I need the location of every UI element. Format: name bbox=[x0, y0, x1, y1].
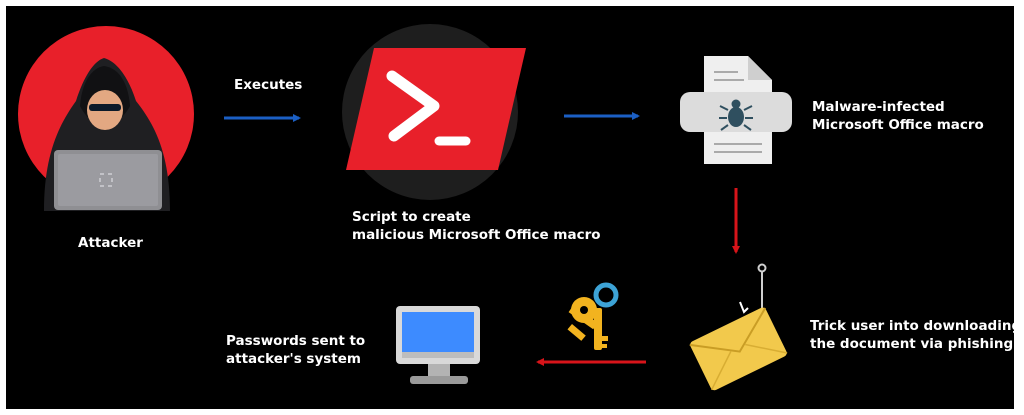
phishing-label-line-1: Trick user into downloading bbox=[810, 318, 1014, 334]
powershell-icon bbox=[342, 24, 526, 200]
diagram-canvas: Attacker Executes Script to create malic… bbox=[6, 6, 1014, 409]
hooded-hacker-icon bbox=[18, 26, 194, 211]
passwords-label-line-1: Passwords sent to bbox=[226, 333, 366, 349]
passwords-label: Passwords sent to attacker's system bbox=[226, 332, 365, 368]
infected-document-icon bbox=[680, 56, 792, 164]
keys-icon bbox=[567, 282, 619, 350]
executes-edge-label: Executes bbox=[234, 77, 303, 93]
script-label: Script to create malicious Microsoft Off… bbox=[352, 208, 601, 244]
script-label-line-1: Script to create bbox=[352, 209, 471, 225]
desktop-monitor-icon bbox=[396, 306, 480, 384]
macro-label-line-1: Malware-infected bbox=[812, 99, 945, 115]
script-label-line-2: malicious Microsoft Office macro bbox=[352, 227, 601, 243]
attacker-label: Attacker bbox=[78, 235, 143, 251]
macro-label-line-2: Microsoft Office macro bbox=[812, 117, 984, 133]
phishing-envelope-icon bbox=[689, 263, 788, 391]
macro-label: Malware-infected Microsoft Office macro bbox=[812, 98, 984, 134]
passwords-label-line-2: attacker's system bbox=[226, 351, 361, 367]
phishing-label-line-2: the document via phishing bbox=[810, 336, 1014, 352]
phishing-label: Trick user into downloading the document… bbox=[810, 317, 1014, 353]
diagram-art bbox=[18, 24, 792, 391]
